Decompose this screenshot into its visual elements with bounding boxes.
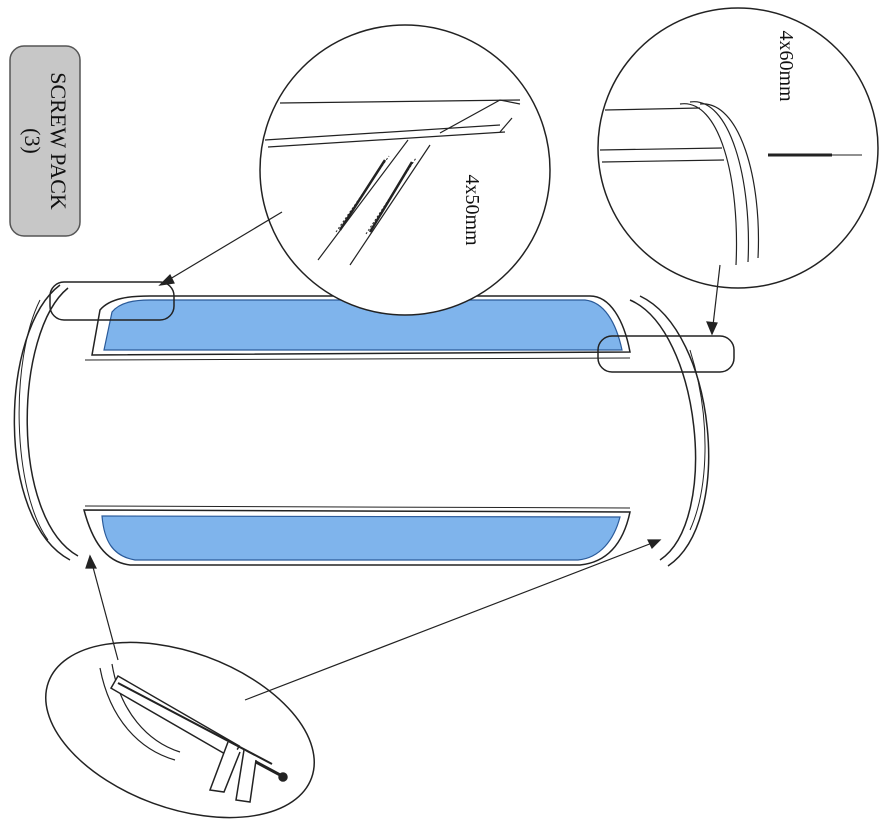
leader-arrows [85, 211, 721, 701]
screw-pack-count: (3) [20, 128, 45, 154]
top-panel [91, 295, 631, 356]
bottom-panel-glass [101, 515, 621, 561]
callout-highlights [49, 281, 735, 373]
bottom-panel [83, 509, 631, 566]
detail-caulking-gun [45, 641, 315, 819]
top-panel-glass [103, 299, 623, 351]
caulking-gun-icon [109, 674, 288, 803]
label-4x60mm: 4x60mm [775, 30, 797, 102]
label-4x50mm: 4x50mm [461, 174, 483, 246]
screw-pack-label: SCREW PACK [46, 72, 71, 210]
screw-pack-badge: SCREW PACK (3) [9, 45, 81, 237]
detail-circle-60mm: 4x60mm [597, 7, 879, 289]
detail-circle-50mm: 4x50mm [259, 24, 551, 316]
cylinder-body [13, 284, 710, 567]
